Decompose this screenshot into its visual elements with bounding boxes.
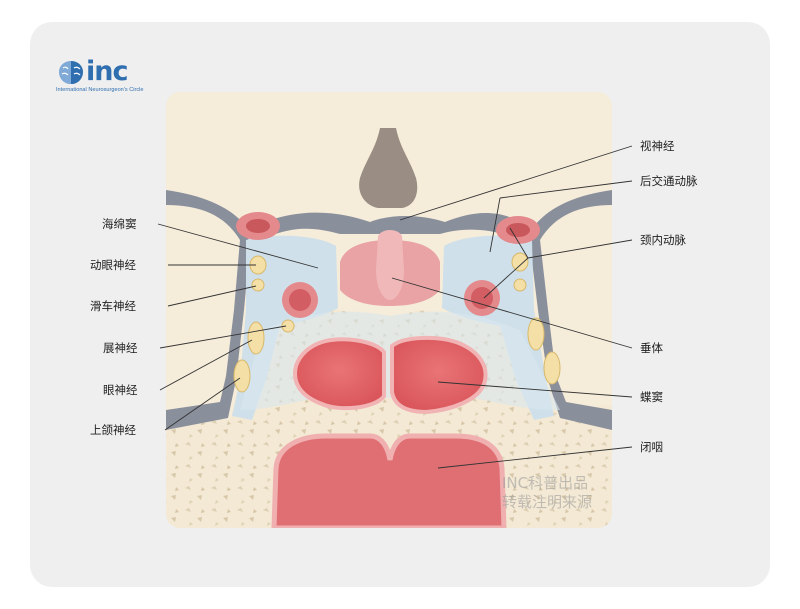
logo-wordmark: inc (86, 56, 128, 87)
ophthalmic-nerve-right (527, 317, 545, 351)
label-cavernous-sinus: 海绵窦 (102, 217, 137, 231)
dura-left (166, 190, 250, 430)
ophthalmic-nerve-left (247, 321, 265, 355)
watermark-line-1: INC科普出品 (502, 474, 589, 492)
label-oculomotor-nerve: 动眼神经 (90, 258, 136, 272)
inc-logo: inc International Neurosurgeon's Circle (56, 56, 166, 96)
label-pituitary: 垂体 (640, 341, 663, 355)
nasopharynx (271, 433, 507, 528)
maxillary-nerve-right (543, 351, 561, 385)
internal-carotid-lumen-upper-right (506, 223, 530, 237)
trochlear-nerve-left (251, 278, 265, 292)
optic-chiasm-stalk (359, 128, 418, 208)
label-nasopharynx: 闭咽 (640, 440, 663, 454)
label-posterior-communicating-artery: 后交通动脉 (640, 174, 698, 188)
internal-carotid-lumen-upper-left (246, 219, 270, 233)
oculomotor-nerve-right (511, 252, 529, 272)
maxillary-nerve-left (233, 359, 251, 393)
watermark-line-2: 转载注明来源 (502, 493, 593, 511)
watermark: INC科普出品 转载注明来源 (502, 474, 592, 512)
label-internal-carotid-artery: 颈内动脉 (640, 233, 686, 247)
label-trochlear-nerve: 滑车神经 (90, 299, 136, 313)
internal-carotid-lumen-left (289, 289, 311, 311)
sphenoid-sinus-right (390, 335, 488, 415)
abducens-nerve-left (281, 319, 295, 333)
logo-subtitle: International Neurosurgeon's Circle (56, 87, 144, 93)
trochlear-nerve-right (513, 278, 527, 292)
label-ophthalmic-nerve: 眼神经 (103, 383, 138, 397)
label-abducens-nerve: 展神经 (103, 341, 138, 355)
internal-carotid-lumen-right (471, 287, 493, 309)
label-optic-nerve: 视神经 (640, 139, 675, 153)
label-sphenoid-sinus: 蝶窦 (640, 390, 663, 404)
leader-lines (157, 145, 633, 469)
label-maxillary-nerve: 上颌神经 (90, 423, 136, 437)
diaphragma-sellae (250, 212, 530, 242)
pituitary-stalk (376, 230, 404, 300)
brain-icon (59, 61, 83, 84)
sphenoid-sinus-left (293, 337, 386, 411)
